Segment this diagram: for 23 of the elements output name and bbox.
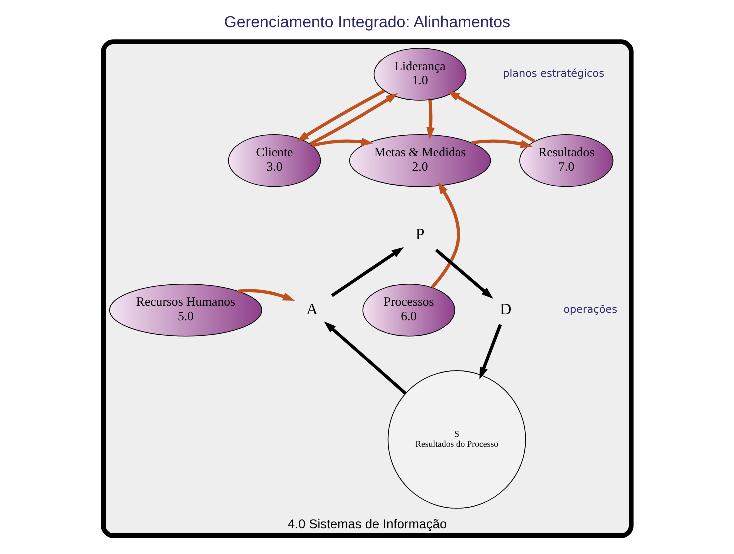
arrow — [479, 324, 502, 380]
arrow — [330, 247, 404, 298]
arrow — [447, 91, 536, 144]
arrow — [312, 138, 374, 148]
label: operações — [563, 304, 618, 316]
node-ellipse: Metas & Medidas 2.0 — [348, 134, 491, 188]
arrow — [471, 140, 532, 148]
node-text: A — [306, 301, 318, 318]
node-text: D — [500, 301, 512, 318]
node-ellipse: Processos 6.0 — [362, 284, 455, 337]
arrow — [296, 90, 385, 142]
arrow — [238, 289, 295, 301]
arrow — [426, 100, 435, 140]
node-circle: S Resultados do Processo — [387, 370, 526, 509]
arrow — [324, 322, 406, 395]
label: planos estratégicos — [502, 68, 604, 80]
arrow — [309, 93, 398, 146]
arrow — [430, 182, 460, 289]
node-ellipse: Recursos Humanos 5.0 — [108, 284, 262, 337]
node-ellipse: Cliente 3.0 — [228, 134, 321, 188]
arrow — [434, 248, 493, 300]
diagram-title: Gerenciamento Integrado: Alinhamentos — [224, 14, 510, 32]
node-text: P — [415, 226, 424, 244]
